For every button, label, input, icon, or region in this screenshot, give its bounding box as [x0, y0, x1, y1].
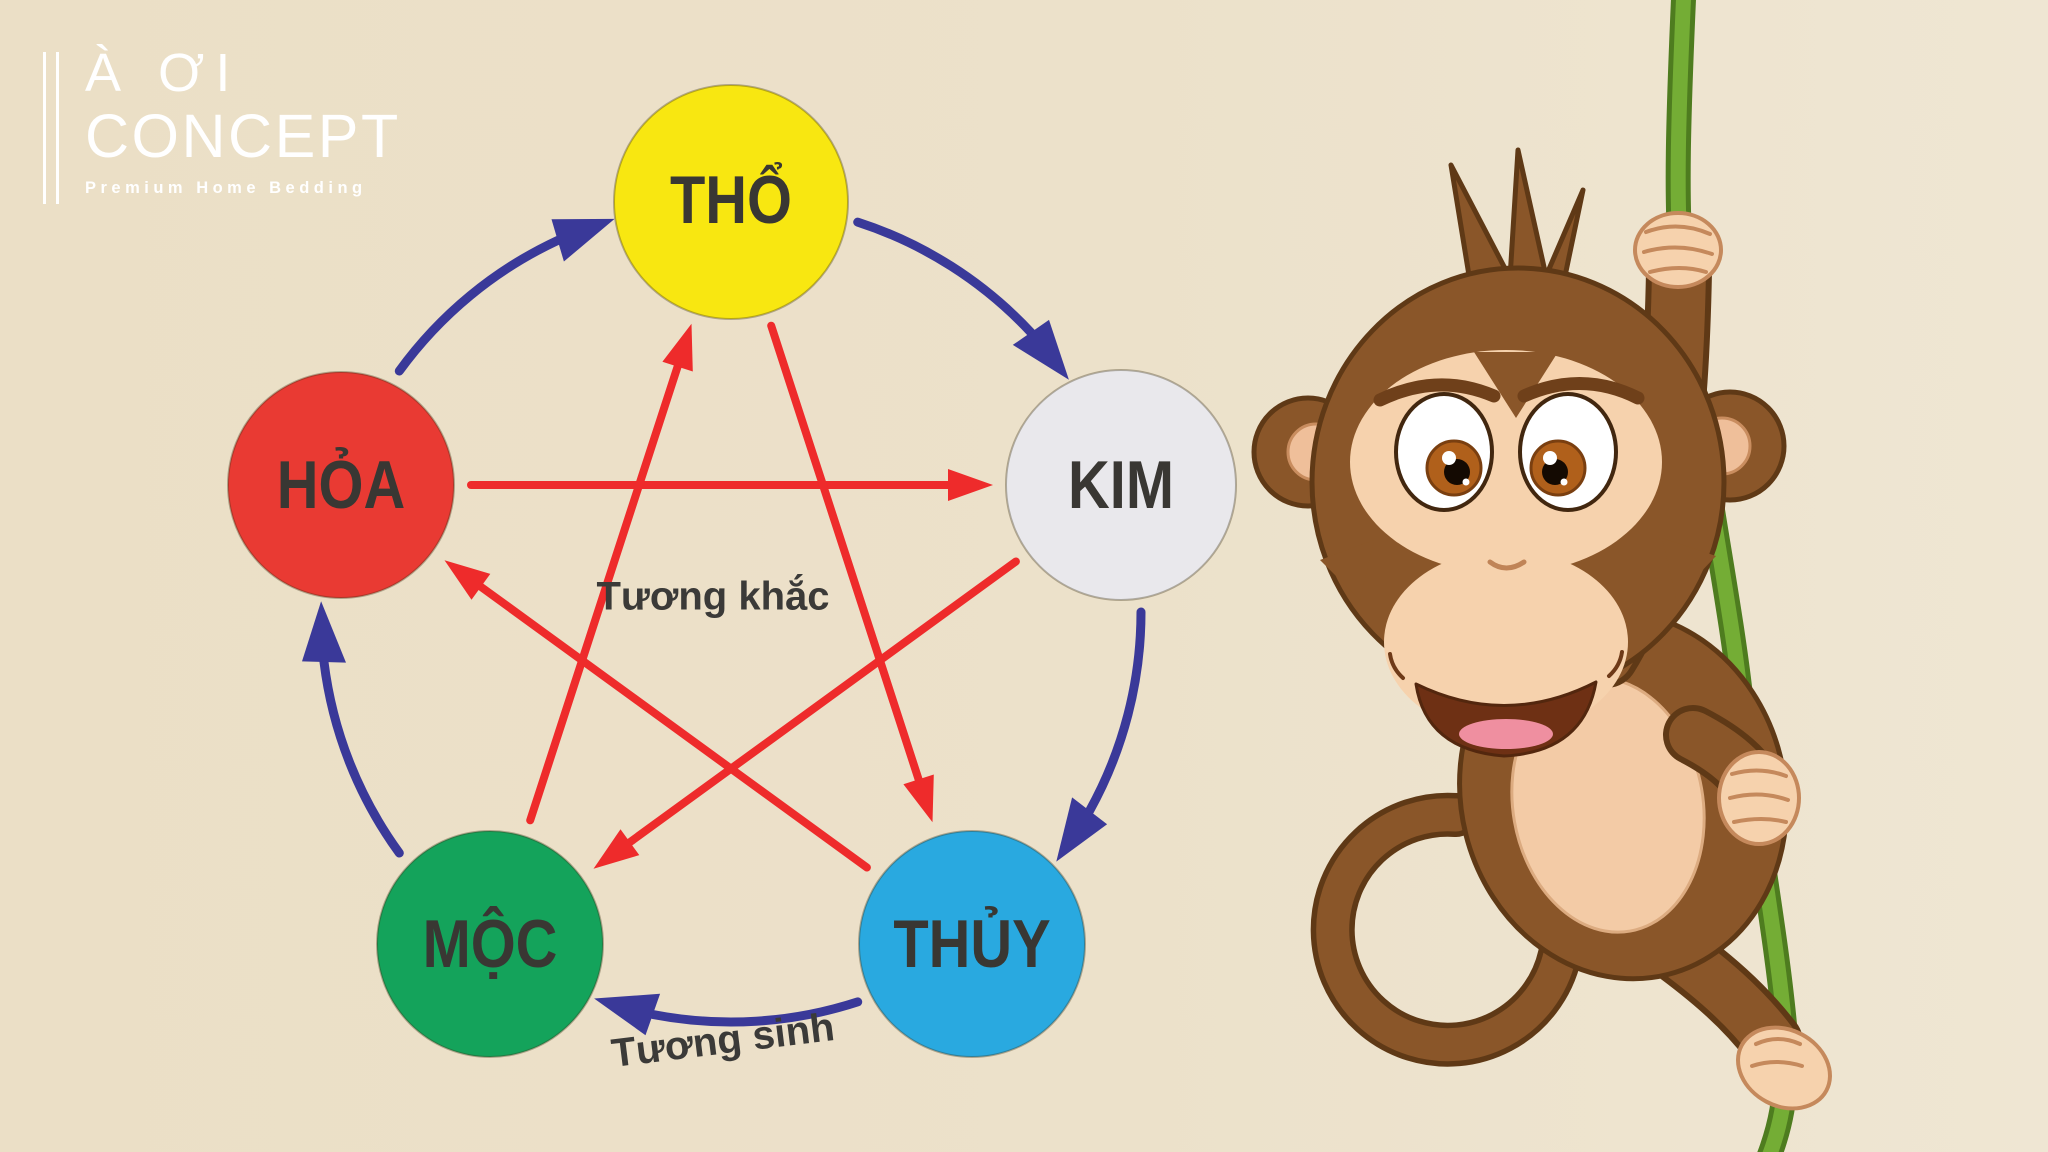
arrowhead-to-moc: [594, 993, 661, 1036]
arrowhead-to-tho: [551, 218, 615, 262]
monkey-cheek-tuft-left: [1320, 540, 1374, 600]
arc-kim-to-thuy: [1085, 607, 1146, 816]
circle-kim: [1005, 369, 1237, 601]
monkey-upper-hand: [1633, 211, 1723, 289]
monkey-cheek-tuft-right: [1662, 538, 1716, 598]
cartoon-monkey: [1251, 0, 1832, 1152]
monkey-muzzle: [1384, 550, 1628, 734]
line-kim-to-moc: [625, 557, 1020, 847]
monkey-nose: [1487, 559, 1527, 571]
brand-name-line1: À ƠI: [85, 43, 242, 103]
brand-tagline: Premium Home Bedding: [85, 179, 367, 197]
destructive-cycle-arrows: [444, 321, 1020, 872]
line-moc-to-tho: [526, 362, 682, 825]
generative-cycle-arrows: [302, 217, 1146, 1036]
circle-tho: [613, 84, 849, 320]
arc-moc-to-hoa: [319, 657, 404, 858]
arrowhead-to-thuy: [1056, 797, 1108, 862]
logo-double-bar: [43, 52, 59, 204]
star-arrowhead-moc: [593, 829, 640, 869]
star-arrowhead-thuy: [903, 774, 934, 823]
star-arrowhead-tho: [662, 323, 693, 372]
circle-moc: [376, 830, 604, 1058]
logo-text: À ƠI CONCEPT Premium Home Bedding: [85, 46, 401, 204]
star-arrowhead-kim: [948, 469, 993, 501]
arrowhead-to-kim: [1012, 319, 1069, 380]
monkey-smile-crease-left: [1388, 652, 1405, 680]
line-thuy-to-hoa: [476, 582, 871, 872]
monkey-lower-hand: [1717, 750, 1801, 846]
brand-name-line2: CONCEPT: [85, 102, 401, 170]
monkey-tail: [1310, 792, 1585, 1067]
monkey-foot: [1736, 1025, 1832, 1111]
arc-hoa-to-tho: [394, 235, 563, 376]
monkey-brow-left: [1373, 378, 1501, 407]
monkey-head: [1251, 147, 1787, 758]
star-arrowhead-hoa: [444, 560, 491, 600]
arc-tho-to-kim: [853, 217, 1036, 337]
arrowhead-to-hoa: [302, 601, 346, 663]
monkey-brow-right: [1517, 377, 1645, 405]
arc-thuy-to-moc: [648, 997, 863, 1027]
element-circles: [227, 84, 1237, 1058]
monkey-smile-crease-right: [1607, 650, 1624, 678]
monkey-widows-peak: [1474, 352, 1558, 418]
circle-thuy: [858, 830, 1086, 1058]
monkey-eye-left: [1394, 392, 1494, 512]
circle-hoa: [227, 371, 455, 599]
monkey-tongue: [1459, 719, 1553, 749]
line-tho-to-thuy: [767, 321, 923, 784]
monkey-eye-right: [1518, 392, 1618, 512]
brand-logo: À ƠI CONCEPT Premium Home Bedding: [43, 46, 401, 204]
